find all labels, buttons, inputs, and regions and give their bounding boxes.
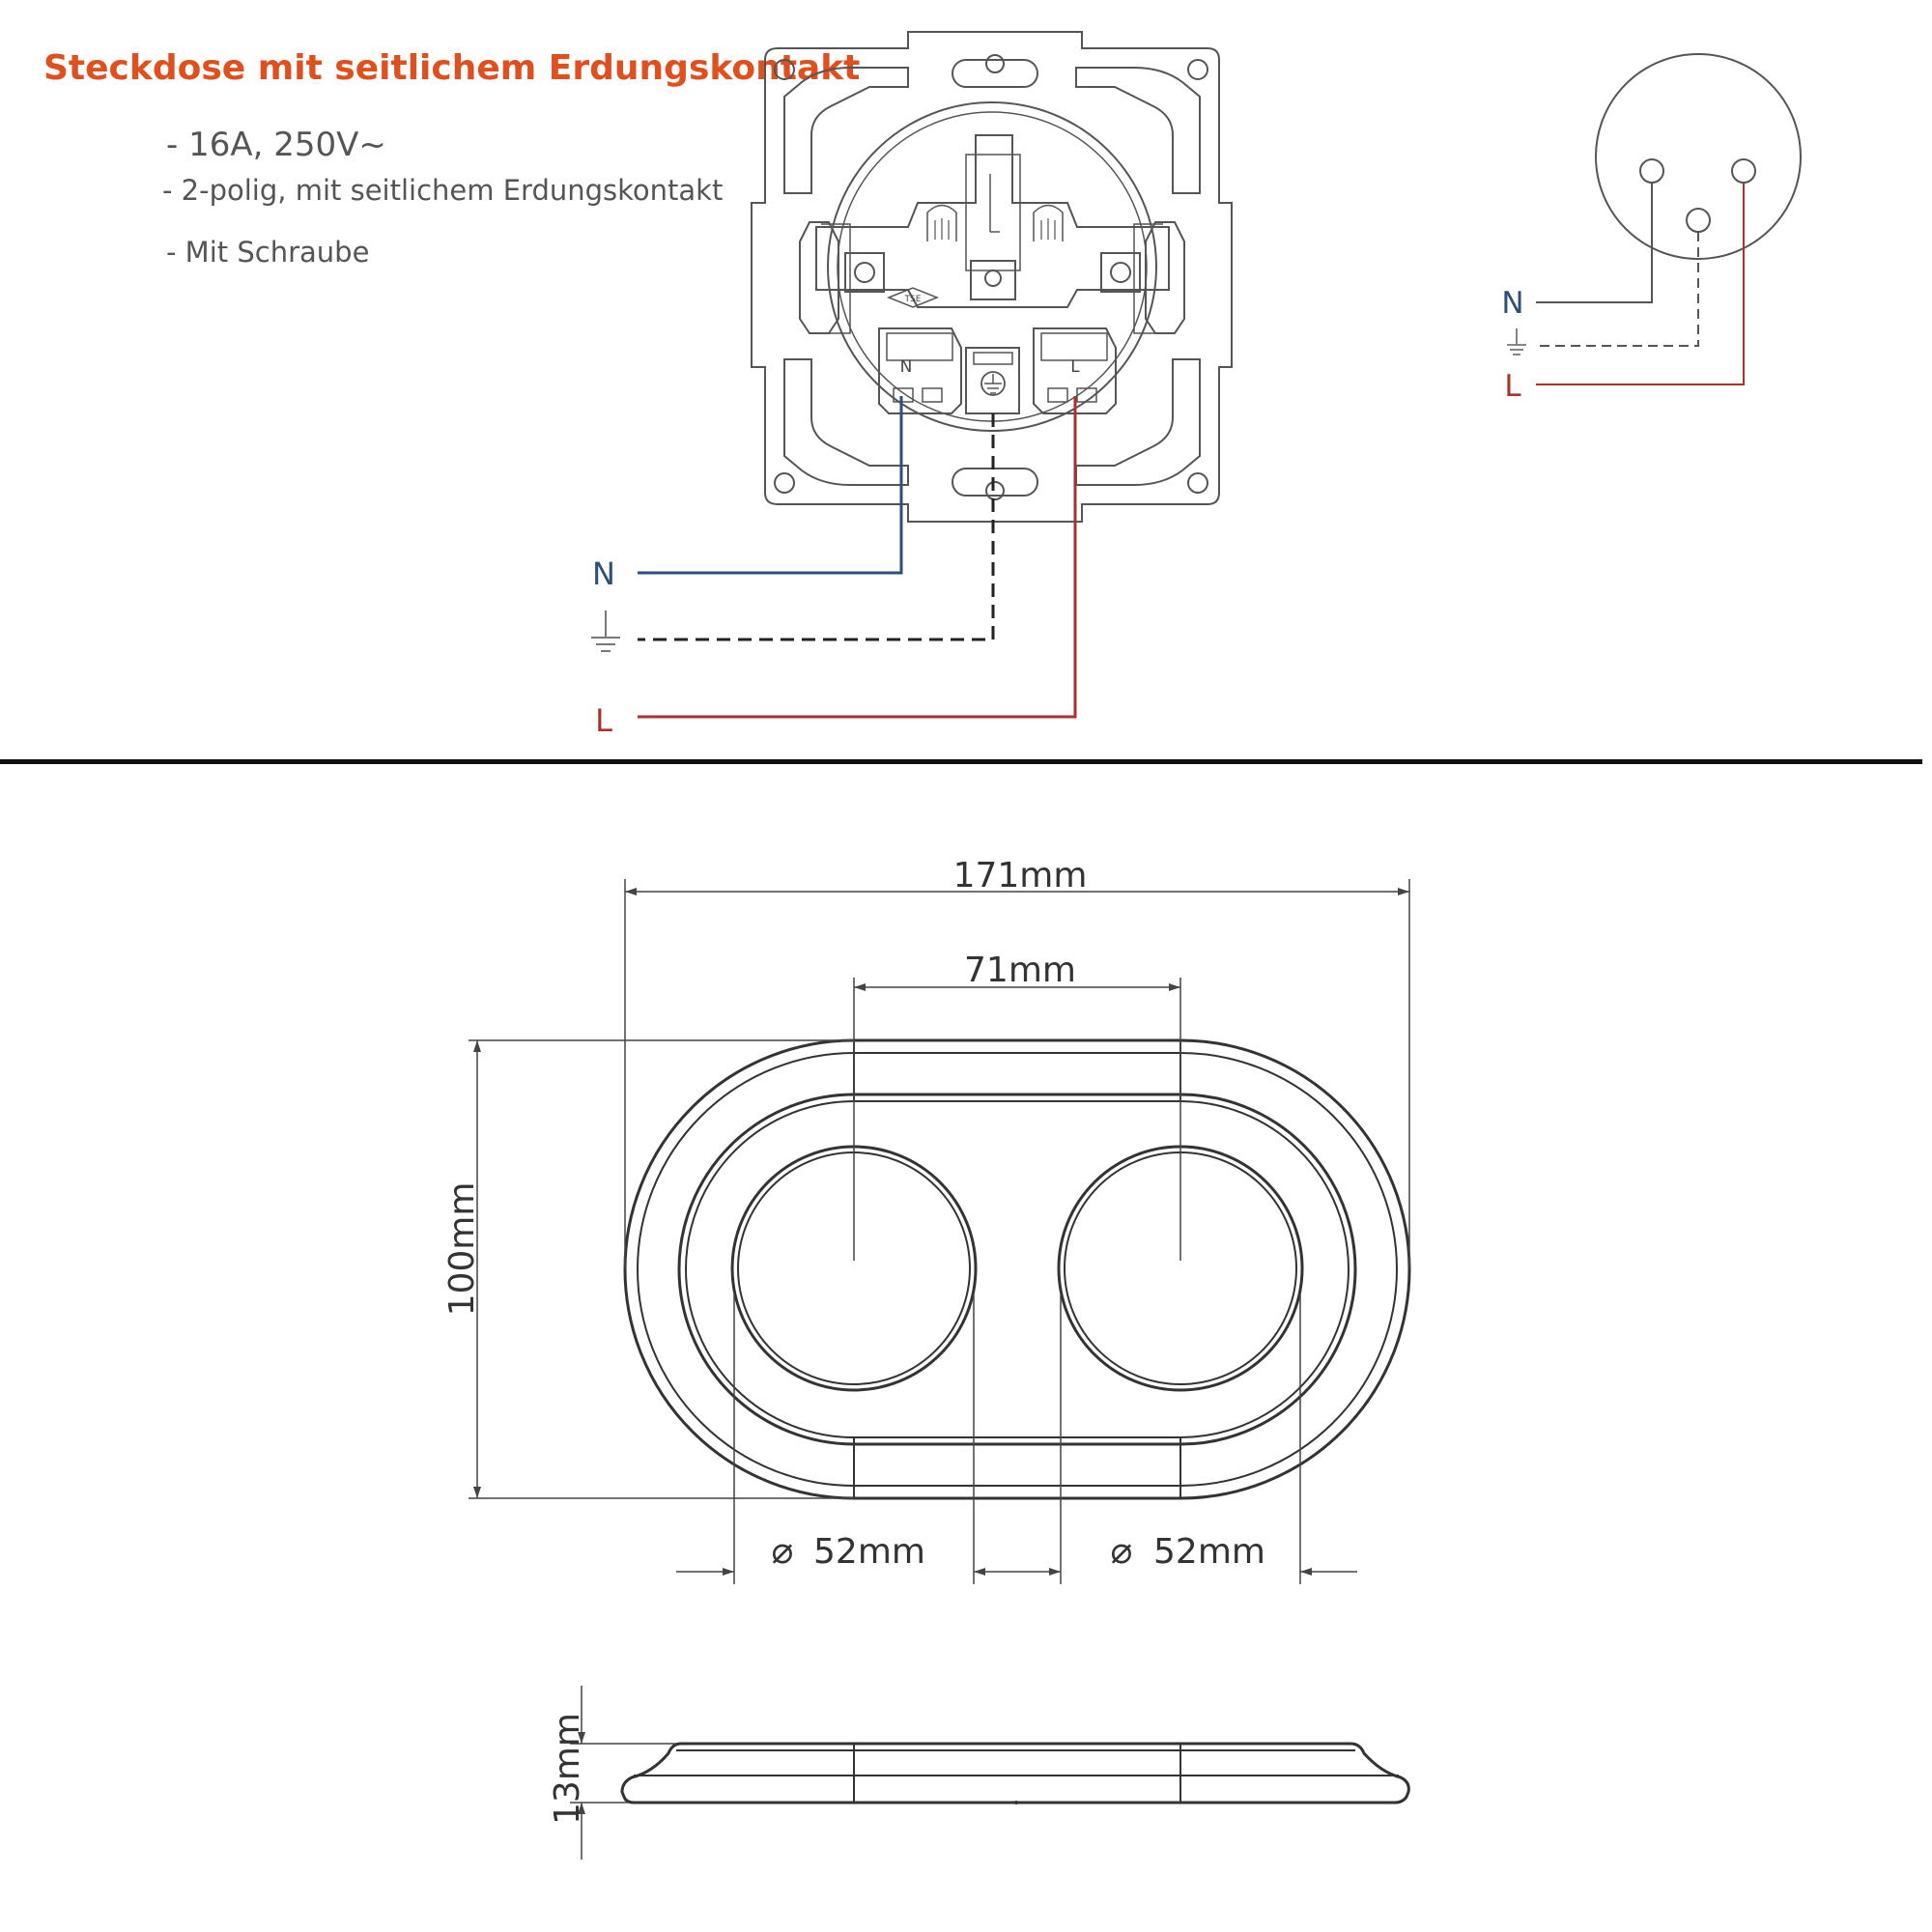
socket-body-circle [827,101,1157,432]
keyhole-slot-top [952,59,1038,88]
schematic-pin-l [1731,158,1756,184]
socket-insert-drawing [751,31,1233,523]
wire-live [638,396,1077,719]
spec-rating: - 16A, 250V~ [166,126,386,164]
corner-slot-tr [1075,67,1201,194]
wire-earth-icon [591,611,620,652]
terminal-label-l: L [1070,357,1080,377]
corner-slot-bl [783,358,909,486]
dim-hole-diameter-left: 52mm [813,1532,925,1572]
dim-height: 100mm [442,1182,482,1317]
schematic-label-neutral: N [1501,286,1523,321]
section-divider [0,759,1922,764]
earth-clip-left [799,221,839,334]
corner-slot-tl [783,67,909,194]
corner-slot-br [1075,358,1201,486]
center-bridge [815,134,1170,308]
mount-hole-bl [774,472,795,494]
wire-label-neutral: N [592,555,615,592]
page-title: Steckdose mit seitlichem Erdungskontakt [43,48,861,88]
dim-hole-diameter-right: 52mm [1153,1532,1265,1572]
schematic-symbol [1507,53,1802,385]
mount-hole-tr [1187,59,1208,80]
wire-earth [638,413,995,641]
frame-inner-outline [677,1093,1357,1446]
diameter-icon-right: ⌀ [1111,1529,1133,1572]
frame-front-view [623,1038,1411,1500]
cert-mark-diamond [886,287,940,308]
schematic-label-live: L [1504,369,1521,404]
terminal-block-n [878,327,962,414]
mount-hole-br [1187,472,1208,494]
wire-label-live: L [595,702,612,739]
cert-mark-text: TSE [904,295,922,304]
schematic-wire-earth [1536,232,1699,347]
schematic-socket-circle [1595,53,1802,260]
terminal-label-n: N [900,357,913,377]
frame-side-profile [620,1742,1410,1804]
spec-poles: - 2-polig, mit seitlichem Erdungskontakt [162,174,724,207]
keyhole-slot-bottom [952,468,1038,497]
diameter-icon-left: ⌀ [772,1529,794,1572]
mounting-plate [751,31,1233,523]
dimension-depth [570,1686,676,1860]
earth-symbol-icon [980,371,1006,396]
spec-screw: - Mit Schraube [166,236,370,269]
dim-center-spacing: 71mm [964,951,1076,990]
frame-outer-outline [623,1038,1411,1500]
schematic-wire-l [1536,183,1745,385]
earth-clip-right [1145,221,1185,334]
schematic-earth-icon [1507,328,1526,355]
schematic-pin-earth [1686,208,1711,233]
dim-overall-width: 171mm [953,856,1088,895]
schematic-pin-n [1639,158,1664,184]
dimension-lines [469,879,1410,1584]
dim-depth: 13mm [548,1713,587,1825]
wire-neutral [638,396,903,575]
mount-hole-tl [774,59,795,80]
schematic-wire-n [1536,183,1653,303]
frame-side-view [620,1742,1410,1804]
terminal-block-l [1033,327,1117,414]
